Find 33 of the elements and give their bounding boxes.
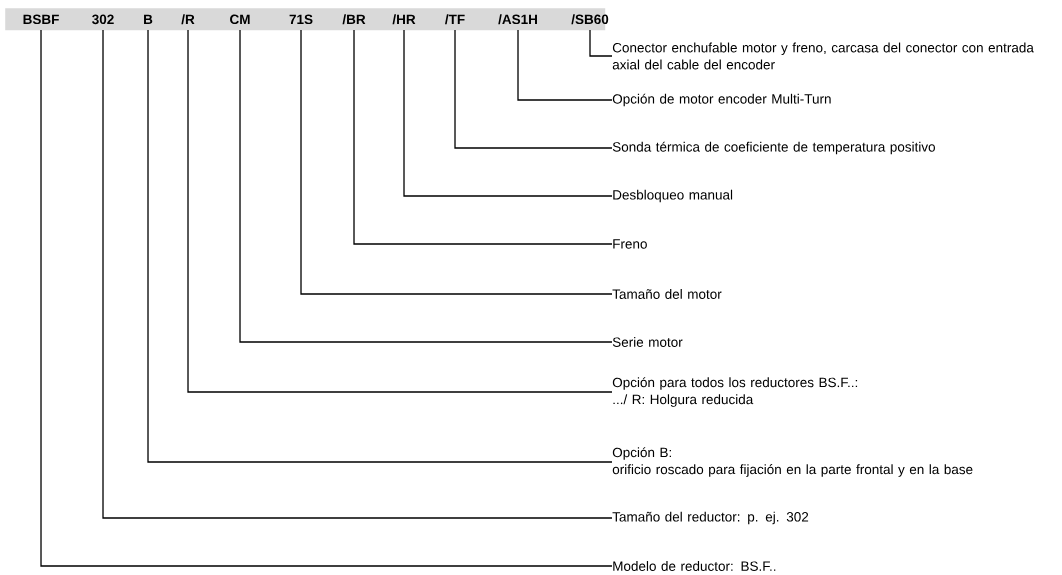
type-code: BSBF [23,14,59,25]
leader-line [353,29,613,245]
description-text: Freno [613,239,647,249]
description-text: Modelo de reductor: BS.F.. [613,561,776,571]
description-text: Opción para todos los reductores BS.F..: .../ R: Holgura reducida [612,377,858,407]
leader-line [300,29,613,295]
leader-line [454,29,613,149]
type-code: /HR [392,14,416,25]
type-code: B [144,14,153,24]
leader-line [102,29,613,519]
type-code: 302 [92,14,114,25]
leader-line [517,29,613,101]
type-code: 71S [289,14,313,25]
description-text: Serie motor [612,337,683,347]
leader-line [239,29,613,343]
description-text: Tamaño del motor [612,289,722,299]
type-code: CM [230,14,250,25]
description-text: Sonda térmica de coeficiente de temperatura positivo [612,141,935,155]
description-text: Conector enchufable motor y freno, carcasa del conector con entrada axial del cable del encoder [612,42,1034,70]
type-code: /SB60 [571,14,609,25]
description-text: Opción B: orificio roscado para fijación en la parte frontal y en la base [612,447,973,477]
leader-line [589,29,613,57]
leader-line [187,29,613,393]
description-text: Desbloqueo manual [613,189,733,203]
type-code: /BR [342,14,366,25]
description-text: Opción de motor encoder Multi-Turn [612,93,831,107]
type-code: /AS1H [498,14,537,25]
leader-line [147,29,613,463]
leader-line [40,29,613,567]
type-code: /R [181,14,195,25]
type-code: /TF [445,14,465,25]
description-text: Tamaño del reductor: p. ej. 302 [612,511,809,525]
leader-line [403,29,613,197]
